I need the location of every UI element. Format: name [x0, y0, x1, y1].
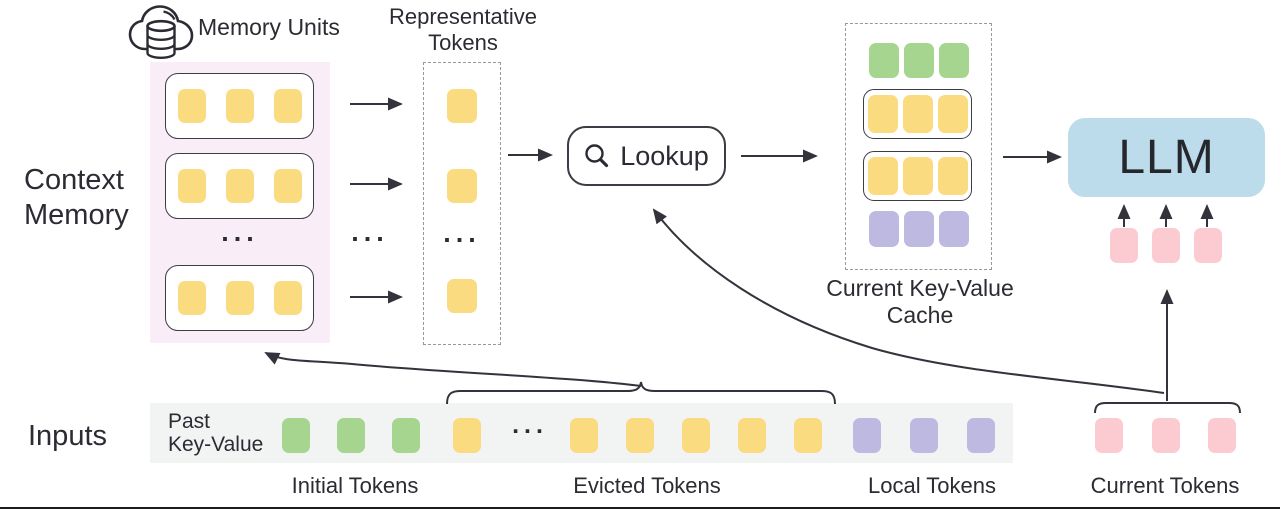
llm-input-token: [1152, 228, 1180, 263]
cache-initial-token: [868, 43, 899, 78]
evicted-tokens-brace: [446, 381, 836, 405]
local-tokens-group: [853, 418, 995, 453]
initial-token: [392, 418, 420, 453]
past-key-value-label: Past Key-Value: [168, 410, 264, 456]
representative-token: [447, 169, 477, 203]
inputs-label: Inputs: [28, 420, 107, 452]
evicted-token: [570, 418, 598, 453]
memory-token: [177, 169, 206, 203]
cache-local-token: [938, 211, 969, 247]
memory-unit-row: [165, 73, 314, 139]
memory-token: [177, 89, 206, 123]
representative-token: [447, 279, 477, 313]
memory-token: [273, 281, 302, 315]
cache-retrieved-token: [937, 95, 968, 133]
memory-token: [225, 89, 254, 123]
lookup-button: Lookup: [567, 126, 726, 186]
local-tokens-label: Local Tokens: [867, 473, 996, 498]
initial-tokens-group: [282, 418, 420, 453]
bottom-rule: [0, 507, 1280, 509]
evicted-token: [794, 418, 822, 453]
cache-local-row: [846, 211, 991, 247]
arrow-evicted-to-memory: [264, 352, 642, 387]
memory-token: [225, 281, 254, 315]
evicted-token: [626, 418, 654, 453]
cache-retrieved-token: [902, 157, 933, 195]
memory-unit-row: [165, 153, 314, 219]
representative-token: [447, 89, 477, 123]
local-token: [910, 418, 938, 453]
initial-tokens-label: Initial Tokens: [291, 473, 419, 498]
local-token: [967, 418, 995, 453]
evicted-token: [453, 418, 481, 453]
memory-token: [273, 169, 302, 203]
memory-token: [177, 281, 206, 315]
cache-initial-token: [938, 43, 969, 78]
context-memory-label: Context Memory: [24, 164, 129, 231]
representative-token-slot: [424, 279, 500, 313]
cache-retrieved-token: [867, 157, 898, 195]
evicted-token: [682, 418, 710, 453]
evicted-token-first: [453, 418, 481, 453]
search-icon: [585, 144, 609, 168]
current-token: [1208, 418, 1236, 453]
cloud-database-icon: [128, 5, 194, 59]
memory-token: [225, 169, 254, 203]
representative-token-slot: [424, 169, 500, 203]
cache-retrieved-token: [937, 157, 968, 195]
current-token: [1151, 418, 1180, 453]
context-memory-panel: ...: [150, 62, 330, 343]
llm-input-token: [1110, 228, 1138, 263]
cache-local-token: [903, 211, 934, 247]
representative-tokens-label: Representative Tokens: [389, 4, 537, 55]
memory-units-label: Memory Units: [198, 14, 340, 40]
initial-token: [337, 418, 365, 453]
evicted-token: [738, 418, 766, 453]
middle-ellipsis: ...: [351, 217, 389, 247]
cache-retrieved-token: [867, 95, 898, 133]
cache-retrieved-token: [902, 95, 933, 133]
cache-initial-token: [903, 43, 934, 78]
current-tokens-label: Current Tokens: [1090, 473, 1240, 498]
current-kv-cache-label: Current Key-Value Cache: [826, 275, 1014, 328]
llm-input-token: [1194, 228, 1222, 263]
representative-tokens-box: ...: [423, 62, 501, 345]
past-kv-strip: Past Key-Value ...: [150, 403, 1013, 463]
cache-memory-unit-row: [863, 151, 972, 201]
memory-ellipsis: ...: [221, 217, 259, 247]
representative-token-slot: [424, 89, 500, 123]
current-token: [1095, 418, 1123, 453]
llm-box: LLM: [1068, 118, 1265, 197]
evicted-tokens-label: Evicted Tokens: [573, 473, 721, 498]
representative-ellipsis: ...: [443, 218, 481, 248]
local-token: [853, 418, 881, 453]
llm-input-tokens: [1110, 228, 1222, 263]
cache-local-token: [868, 211, 899, 247]
evicted-ellipsis: ...: [512, 411, 548, 439]
cache-memory-unit-row: [863, 89, 972, 139]
current-tokens-bracket: [1094, 402, 1241, 414]
current-tokens-group: [1095, 418, 1236, 453]
initial-token: [282, 418, 310, 453]
cache-initial-row: [846, 43, 991, 78]
lookup-label: Lookup: [620, 140, 709, 171]
current-kv-cache-box: [845, 23, 992, 270]
memory-token: [273, 89, 302, 123]
evicted-tokens-group: [570, 418, 822, 453]
memory-unit-row: [165, 265, 314, 331]
